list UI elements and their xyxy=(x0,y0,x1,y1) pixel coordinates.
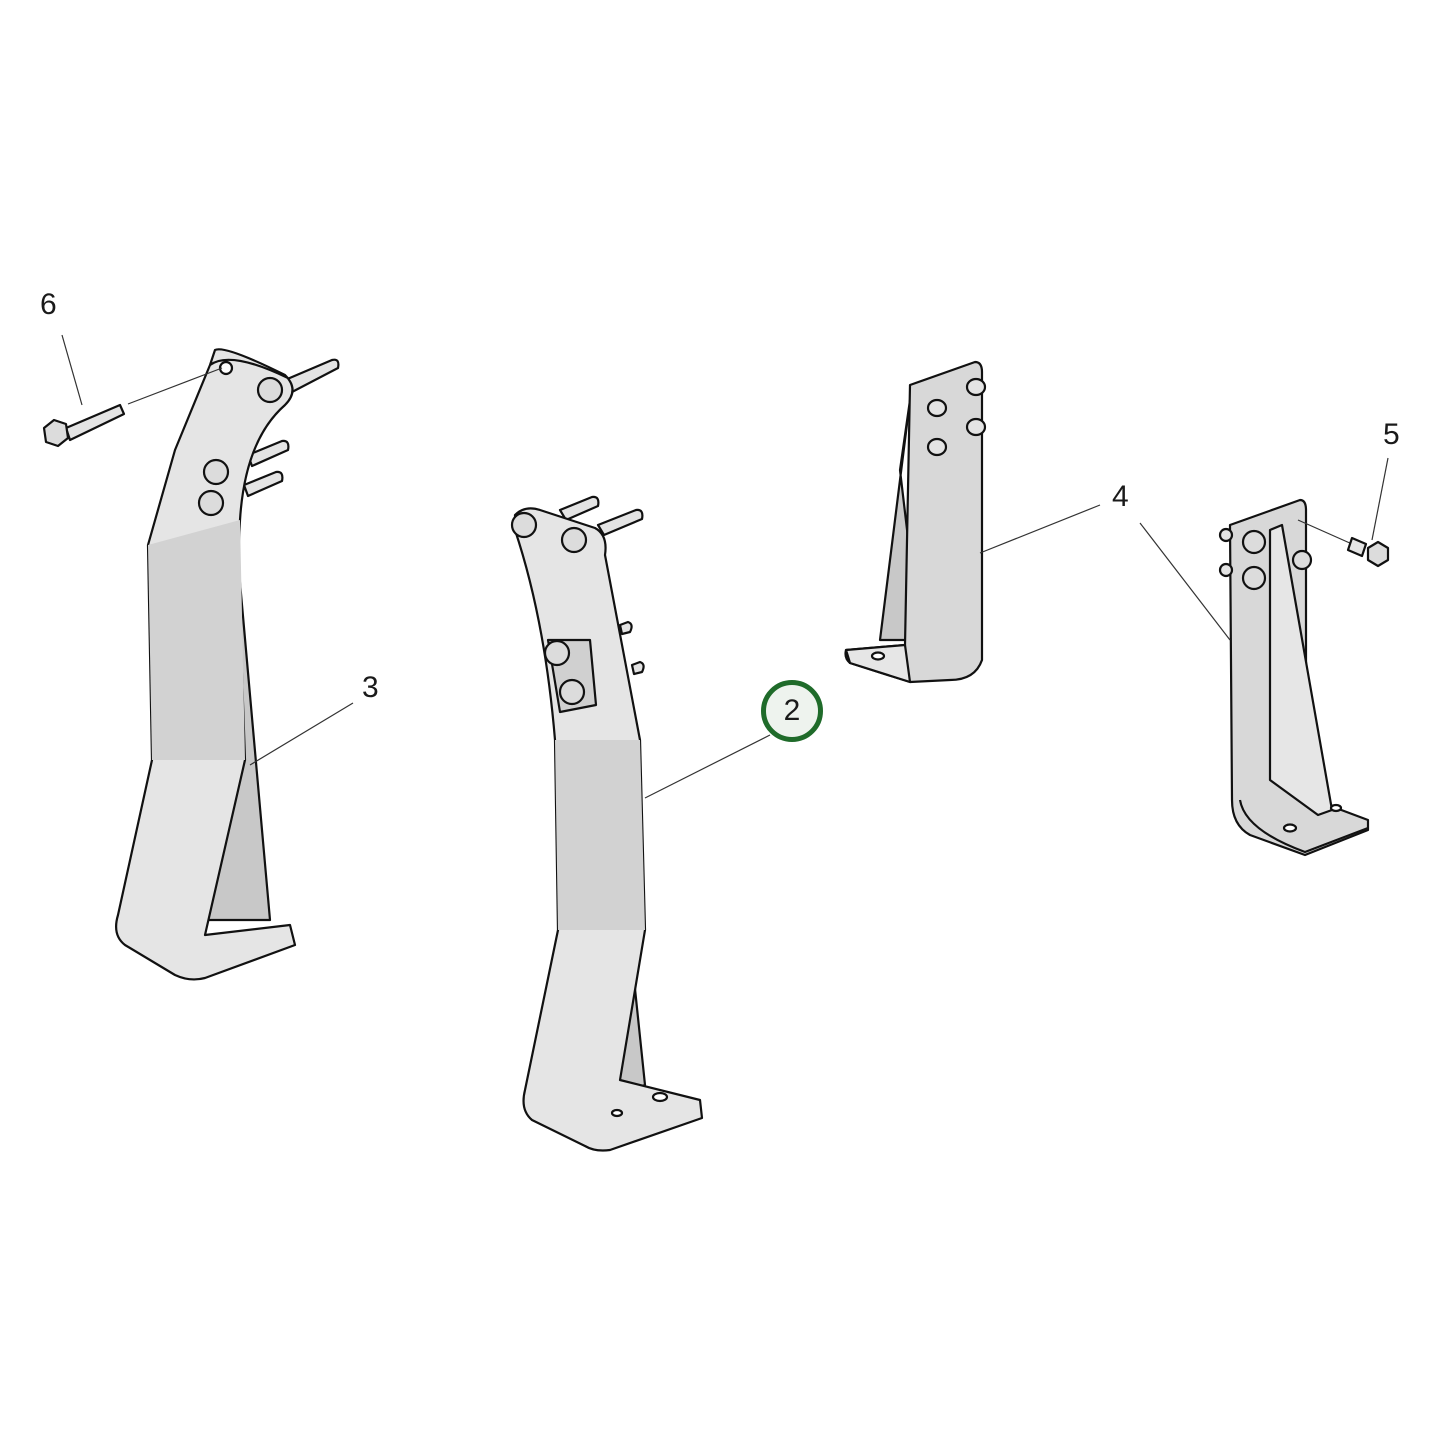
callout-4[interactable]: 4 xyxy=(1112,480,1129,513)
bolt-head-icon xyxy=(197,360,284,517)
leader-2 xyxy=(644,734,771,799)
leader-4a xyxy=(979,504,1101,554)
callout-6[interactable]: 6 xyxy=(40,288,57,321)
leader-5 xyxy=(1371,457,1389,541)
part-2-bracket[interactable] xyxy=(510,495,704,1152)
part-4-bracket-b[interactable] xyxy=(1218,498,1370,857)
callout-2-label: 2 xyxy=(783,694,801,727)
leader-6 xyxy=(61,334,83,406)
part-6-bolt[interactable] xyxy=(42,367,223,448)
bolt-head-icon xyxy=(1218,527,1313,591)
bolt-head-icon xyxy=(510,511,669,1118)
part-5-bolt[interactable] xyxy=(1297,519,1390,568)
stud-icon xyxy=(558,495,645,676)
leader-4b xyxy=(1139,522,1231,641)
part-4-bracket-a[interactable] xyxy=(844,360,987,684)
callout-3[interactable]: 3 xyxy=(362,671,379,704)
callout-5[interactable]: 5 xyxy=(1383,418,1400,451)
leader-3 xyxy=(249,702,354,766)
stud-icon xyxy=(926,377,987,457)
stud-icon xyxy=(242,358,340,498)
leader-lines xyxy=(61,334,1389,799)
callout-2-highlighted[interactable]: 2 xyxy=(761,680,823,742)
part-3-bracket[interactable] xyxy=(115,348,340,981)
